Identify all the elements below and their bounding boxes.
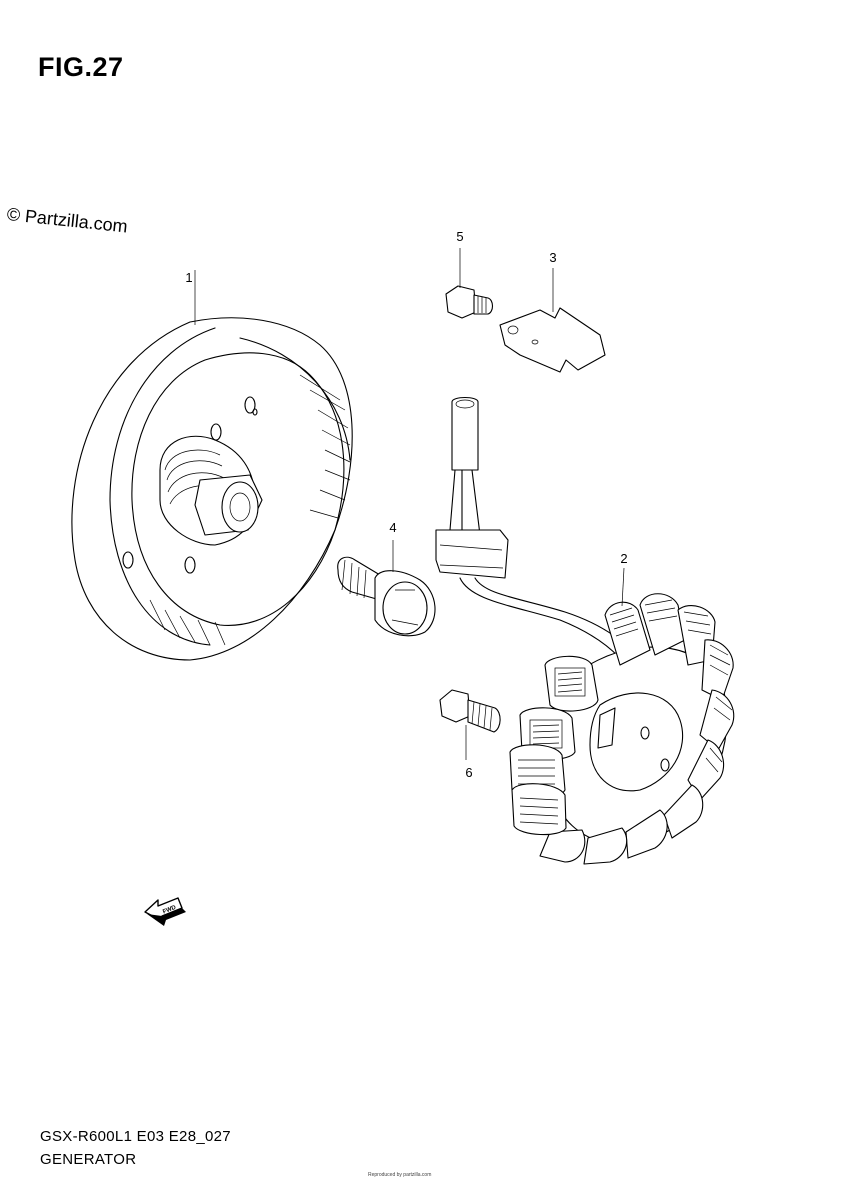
fine-print: Reproduced by partzilla.com <box>368 1172 432 1178</box>
callout-2: 2 <box>620 551 627 566</box>
fwd-label: FWD <box>162 904 178 915</box>
figure-title: FIG.27 <box>38 52 124 82</box>
callout-5: 5 <box>456 229 463 244</box>
stator-bolt-part[interactable] <box>439 689 501 760</box>
stator-part[interactable] <box>435 396 735 865</box>
section-name: GENERATOR <box>40 1151 137 1168</box>
rotor-part[interactable] <box>71 270 353 661</box>
callout-3: 3 <box>549 250 556 265</box>
callout-4: 4 <box>389 520 396 535</box>
callout-1: 1 <box>185 270 192 285</box>
model-code: GSX-R600L1 E03 E28_027 <box>40 1128 231 1145</box>
clamp-bolt-part[interactable] <box>445 248 494 319</box>
forward-arrow-icon: FWD <box>144 897 186 926</box>
rotor-bolt-part[interactable] <box>337 540 436 637</box>
callout-6: 6 <box>465 765 472 780</box>
clamp-part[interactable] <box>499 268 606 373</box>
